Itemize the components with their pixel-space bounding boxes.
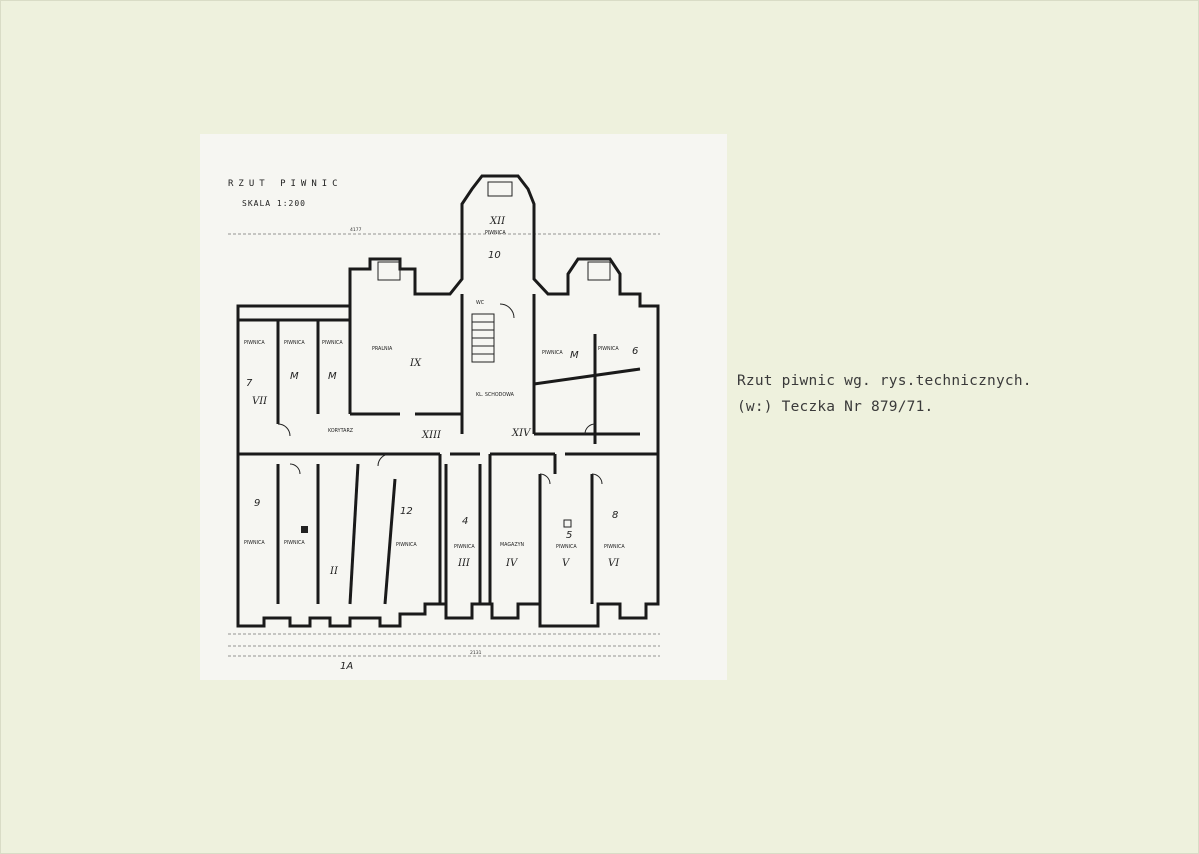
stairhall-label: KL. SCHODOWA: [476, 392, 515, 398]
room-nw-num: M: [570, 350, 579, 361]
caption-line-1: Rzut piwnic wg. rys.technicznych.: [737, 373, 1032, 389]
room-v-roman: V: [562, 558, 571, 569]
room-m1-num: M: [290, 371, 299, 382]
room-iii-roman: III: [457, 558, 471, 569]
room-iii-label: PIWNICA: [454, 544, 475, 550]
archive-caption: Rzut piwnic wg. rys.technicznych. (w:) T…: [737, 368, 1032, 420]
room-m2-num: M: [328, 371, 337, 382]
staircase: [471, 313, 495, 363]
room-vi-label: PIWNICA: [604, 544, 625, 550]
door-swings: [277, 303, 603, 485]
fixture-square: [301, 526, 308, 533]
corridor-label: KORYTARZ: [328, 428, 354, 434]
room-9-label: PIWNICA: [244, 540, 265, 546]
bottom-mark: 1A: [340, 661, 353, 672]
room-m1-label: PIWNICA: [284, 340, 305, 346]
room-iv-roman: IV: [505, 558, 519, 569]
room-xii-label: PIWNICA: [485, 230, 506, 236]
room-vii-label: PIWNICA: [244, 340, 265, 346]
room-12-num: 12: [400, 506, 413, 517]
room-iii-num: 4: [462, 516, 468, 527]
room-9-num: 9: [254, 498, 260, 509]
room-12-label: PIWNICA: [396, 542, 417, 548]
room-iv-label: MAGAZYN: [500, 542, 525, 548]
nw-shaft: [377, 261, 401, 281]
room-xii-num: 10: [488, 250, 501, 261]
room-ix-roman: IX: [409, 358, 422, 369]
top-dimension: 4177: [350, 227, 362, 233]
floor-plan-drawing: RZUT PIWNIC SKALA 1:200 4177 2131 1A: [228, 174, 660, 672]
corridor-roman: XIII: [421, 430, 442, 441]
room-vii-roman: VII: [252, 396, 268, 407]
caption-line-2: (w:) Teczka Nr 879/71.: [737, 399, 934, 415]
stairhall-roman: XIV: [511, 428, 532, 439]
ne-shaft: [587, 261, 611, 281]
room-ii-roman: II: [329, 566, 339, 577]
room-nw-label: PIWNICA: [542, 350, 563, 356]
room-m2-label: PIWNICA: [322, 340, 343, 346]
room-v-num: 5: [566, 530, 572, 541]
room-v-label: PIWNICA: [556, 544, 577, 550]
room-xii-roman: XII: [489, 216, 506, 227]
interior-walls: [238, 294, 658, 605]
room-ix-label: PRALNIA: [372, 346, 393, 352]
room-vi-num: 8: [612, 510, 618, 521]
room-vi-roman: VI: [608, 558, 620, 569]
bottom-dimension: 2131: [470, 650, 482, 656]
room-ne-num: 6: [632, 346, 638, 357]
room-vii-num: 7: [246, 378, 253, 389]
outer-wall: [236, 174, 660, 628]
fixture-square-2: [563, 519, 572, 528]
north-shaft: [487, 181, 513, 197]
room-ne-label: PIWNICA: [598, 346, 619, 352]
room-ii-label: PIWNICA: [284, 540, 305, 546]
floor-plan-image: RZUT PIWNIC SKALA 1:200 4177 2131 1A: [200, 134, 727, 680]
plan-scale: SKALA 1:200: [242, 199, 306, 208]
wc-label: WC: [476, 300, 485, 306]
plan-title: RZUT PIWNIC: [228, 179, 343, 189]
room-labels: PIWNICA 7 VII PIWNICA M PIWNICA M PRALNI…: [244, 216, 638, 577]
